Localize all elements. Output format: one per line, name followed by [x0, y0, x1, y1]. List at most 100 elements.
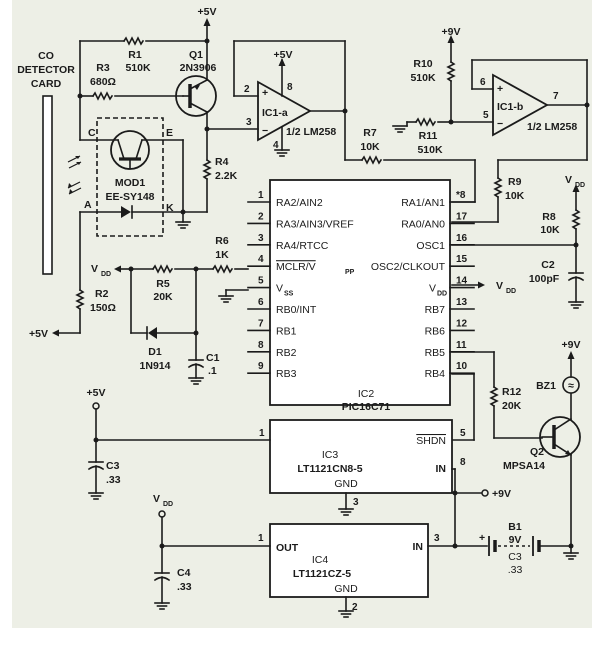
terminal-5v — [92, 402, 100, 410]
ic1b-minus: − — [497, 118, 503, 130]
ic1a-pin2: 2 — [244, 84, 250, 95]
co-detector-card: CO DETECTOR CARD — [17, 50, 82, 275]
bz1-ref: BZ1 — [536, 380, 556, 392]
resistor-r4 — [202, 158, 212, 181]
ic3-pin5: 5 — [460, 428, 466, 439]
c2-value: 100pF — [529, 273, 560, 285]
card-label-line2: DETECTOR — [17, 64, 75, 76]
r5-value: 20K — [153, 291, 173, 303]
pin-name: RA4/RTCC — [276, 240, 329, 252]
light-arrows-icon — [67, 155, 82, 195]
transistor-q1 — [175, 75, 217, 117]
resistor-r9 — [493, 176, 503, 199]
r1-ref: R1 — [128, 49, 142, 61]
pin-name: RA2/AIN2 — [276, 197, 323, 209]
pin-number: 10 — [456, 361, 468, 372]
pin-name: RA1/AN1 — [401, 197, 445, 209]
rail-label-9v-bz1: +9V — [562, 339, 581, 351]
r5-ref: R5 — [156, 278, 170, 290]
pin-name: RB0/INT — [276, 304, 317, 316]
c3a-value: .33 — [106, 474, 121, 486]
ic1a-minus: − — [262, 125, 268, 137]
pin-name: MCLR/V — [276, 261, 316, 273]
r2-ref: R2 — [95, 288, 109, 300]
resistor-r3 — [91, 91, 114, 101]
q2-ref: Q2 — [530, 446, 544, 458]
ic4-regulator: OUT IN IC4 LT1121CZ-5 GND 1 3 2 V DD C4 … — [153, 493, 572, 618]
arrow-right-icon — [478, 281, 485, 289]
r9-value: 10K — [505, 190, 525, 202]
ic4-ref: IC4 — [312, 554, 329, 566]
b1-value: 9V — [509, 534, 522, 546]
rail-label-vdd-r5: V — [91, 263, 98, 275]
pin-number: 16 — [456, 233, 468, 244]
sensor-section: +5V R1 510K R3 680Ω Q1 2N3906 — [29, 6, 238, 340]
ic3-in-label: IN — [436, 463, 447, 475]
ic3-gnd-label: GND — [334, 478, 358, 490]
oscillator-network: V DD R8 10K C2 100pF V DD — [451, 174, 585, 309]
ic1a-part: 1/2 LM258 — [286, 126, 336, 138]
rail-label-5v-r2: +5V — [29, 328, 48, 340]
rail-label-9v-terminal: +9V — [492, 488, 511, 500]
pin-name: RB6 — [425, 325, 446, 337]
ic4-out-label: OUT — [276, 542, 299, 554]
pin-name: RB3 — [276, 368, 297, 380]
c3a-ref: C3 — [106, 460, 120, 472]
pin-name: RA0/AN0 — [401, 218, 445, 230]
pin-number: 5 — [258, 276, 264, 287]
resistor-r8 — [571, 208, 581, 231]
ic4-pin3: 3 — [434, 533, 440, 544]
rail-label-vdd-ic4: V — [153, 493, 160, 505]
rail-label-vdd-pin14: V — [496, 280, 503, 292]
ic3-pin1: 1 — [259, 428, 265, 439]
ic4-pin1: 1 — [258, 533, 264, 544]
ic1a-plus: + — [262, 87, 268, 99]
r11-ref: R11 — [419, 130, 438, 142]
pin-number: 1 — [258, 190, 264, 201]
resistor-r5 — [151, 264, 174, 274]
ic4-body — [269, 523, 429, 598]
r10-ref: R10 — [413, 58, 432, 70]
mod1-pin-k: K — [166, 202, 174, 214]
ic1b-pin6: 6 — [480, 77, 486, 88]
vdd-subscript: DD — [575, 182, 585, 189]
q1-ref: Q1 — [189, 49, 203, 61]
r6-value: 1K — [215, 249, 229, 261]
card-label-line1: CO — [38, 50, 54, 62]
vpp-subscript: PP — [345, 269, 355, 276]
resistor-r2 — [75, 288, 85, 311]
resistor-r12 — [489, 385, 499, 408]
r12-value: 20K — [502, 400, 522, 412]
ic1b-pin5: 5 — [483, 110, 489, 121]
pin-name: OSC2/CLKOUT — [371, 261, 446, 273]
rail-label-9v-r10: +9V — [442, 26, 461, 38]
mod1-ref: MOD1 — [115, 177, 145, 189]
mod1-pin-c: C — [88, 127, 96, 139]
c2-ref: C2 — [541, 259, 555, 271]
rail-label-5v: +5V — [198, 6, 217, 18]
r7-value: 10K — [360, 141, 380, 153]
pin-name: V — [429, 283, 436, 295]
ic1b-part: 1/2 LM258 — [527, 121, 577, 133]
r4-value: 2.2K — [215, 170, 238, 182]
q1-value: 2N3906 — [180, 62, 217, 74]
phototransistor-mod1 — [110, 130, 150, 170]
pin-name: RB1 — [276, 325, 297, 337]
r2-value: 150Ω — [90, 302, 116, 314]
